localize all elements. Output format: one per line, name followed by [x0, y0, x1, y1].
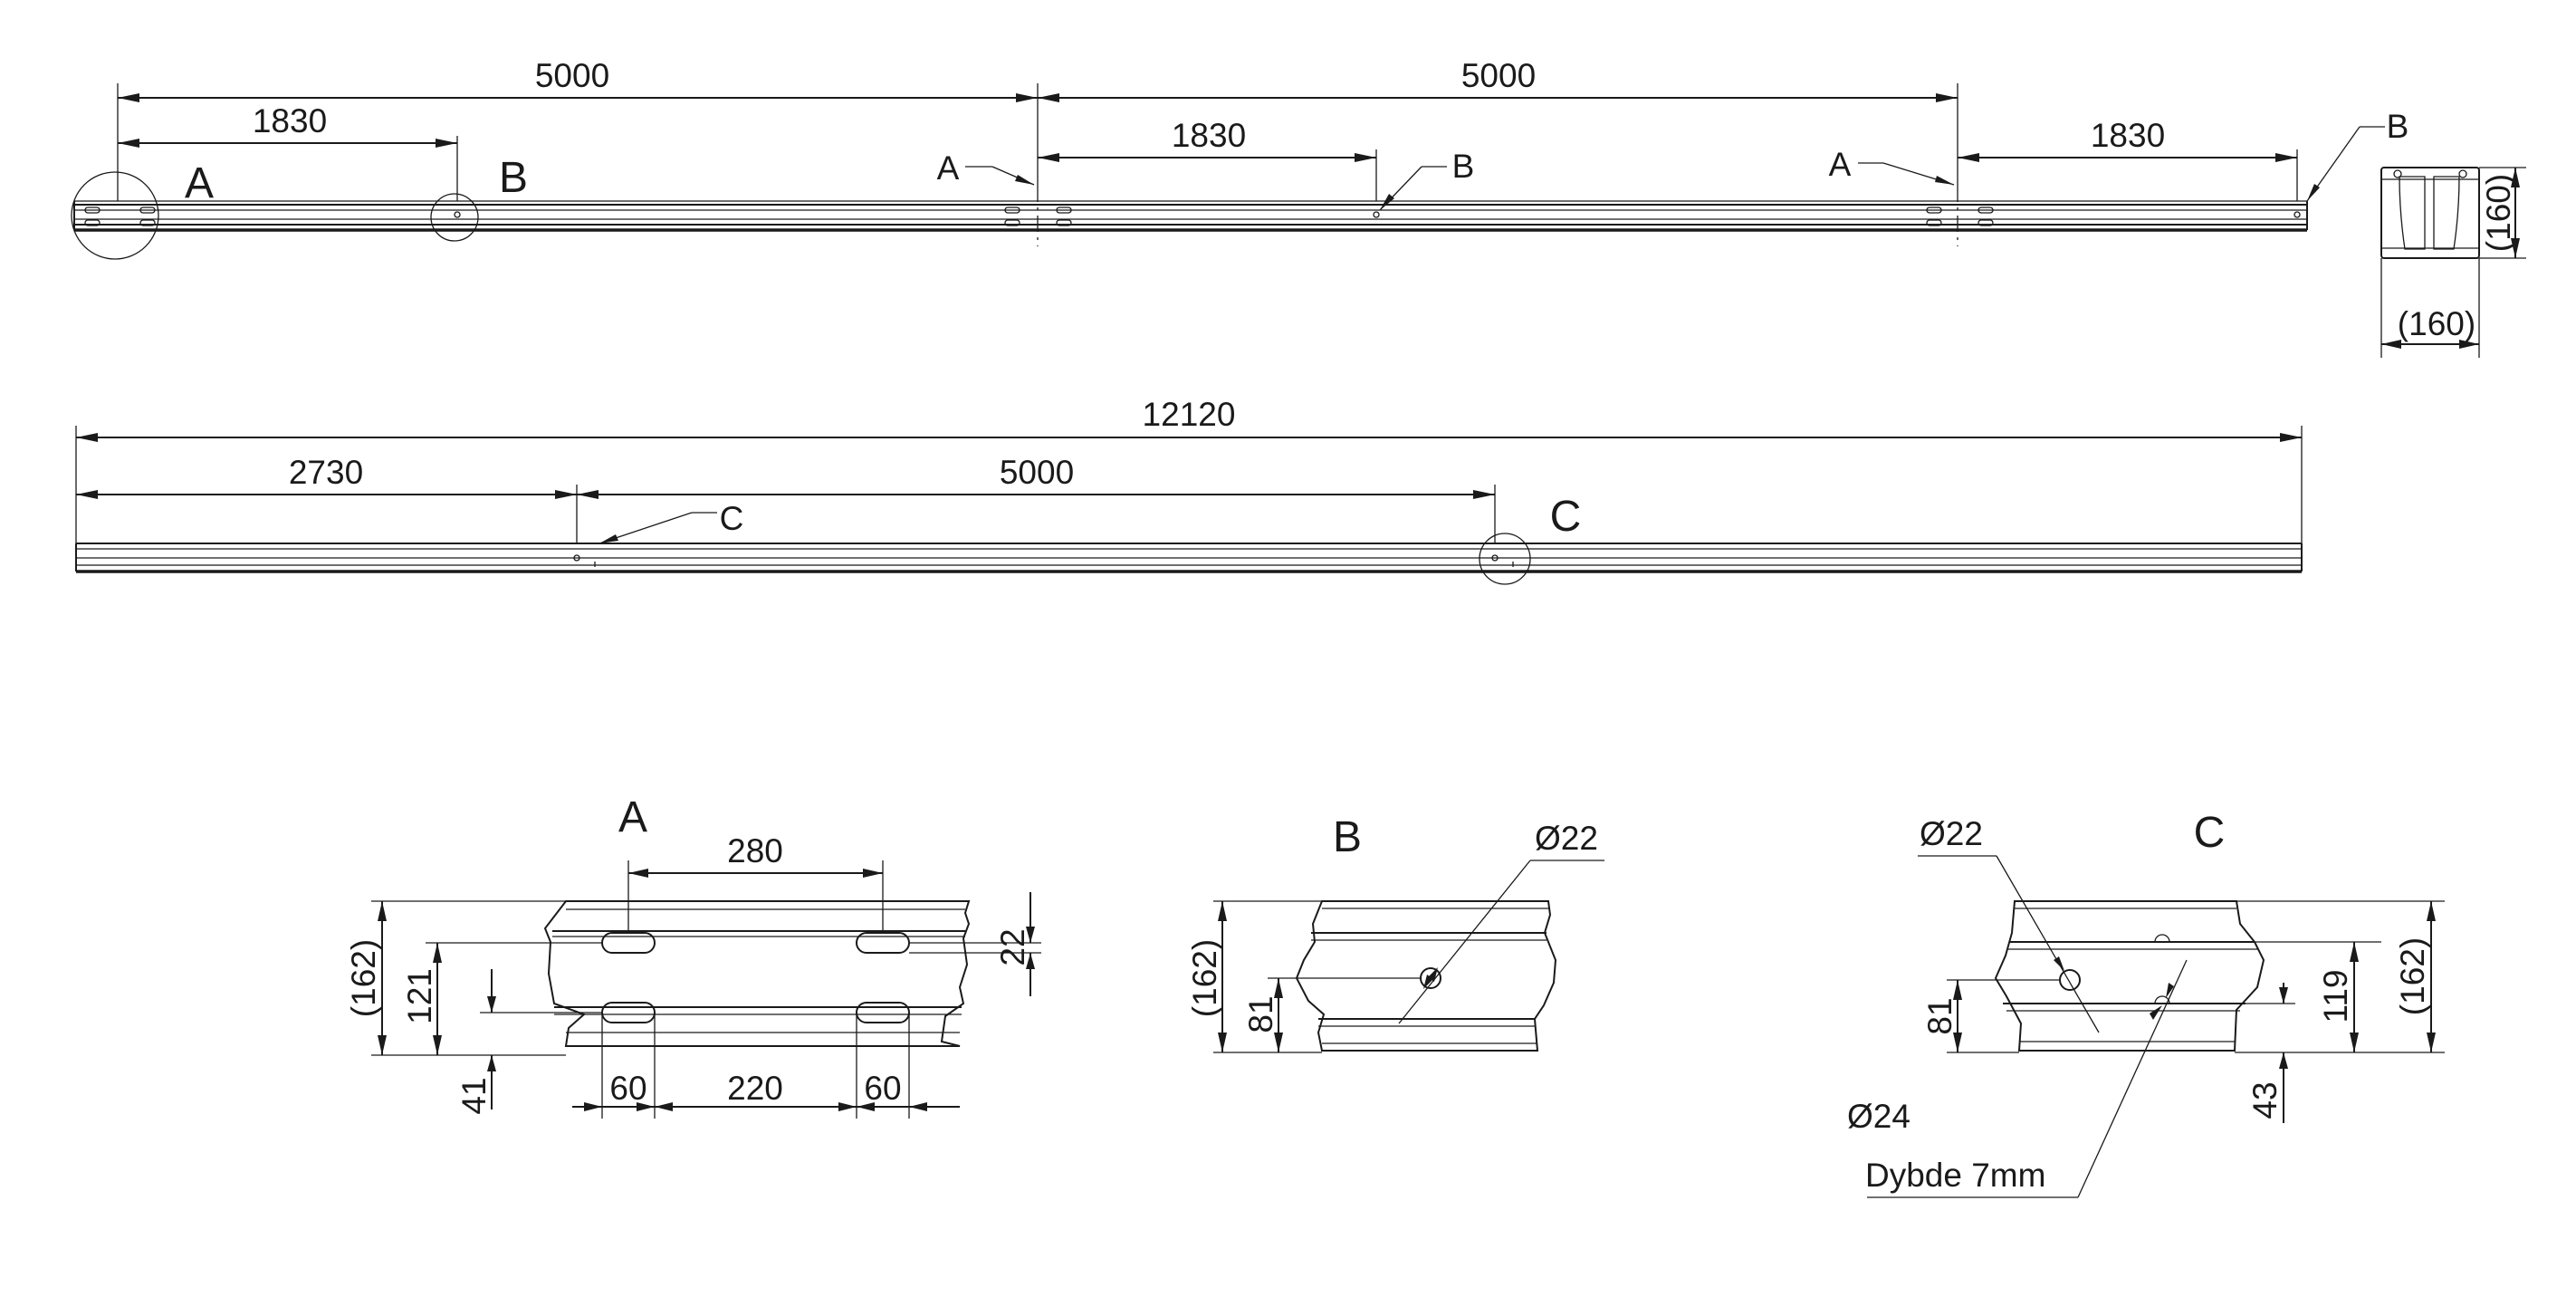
marker-a-label-1: A: [185, 159, 214, 207]
dim-5000-left: 5000: [535, 57, 609, 94]
marker-b-label-1: B: [499, 154, 528, 202]
section-width: (160): [2398, 305, 2475, 342]
dim-2730: 2730: [289, 454, 363, 491]
marker-a-label-2: A: [937, 149, 960, 187]
detail-c: C Ø22 Ø24 Dybde 7mm 81 119 (162: [1847, 809, 2445, 1198]
dim-1830-1: 1830: [253, 102, 327, 139]
detail-b-title: B: [1333, 813, 1362, 861]
beam-2-extension-lines: [75, 426, 2303, 543]
detail-a-dim-220: 220: [727, 1070, 783, 1107]
detail-a-dim-162: (162): [345, 939, 382, 1017]
dim-1830-3: 1830: [2091, 117, 2165, 154]
detail-a-dim-60-left: 60: [609, 1070, 646, 1107]
detail-c-depth-note: Dybde 7mm: [1865, 1157, 2045, 1194]
beam-1-detail-circles: [71, 171, 479, 260]
detail-c-dia-24: Ø24: [1847, 1098, 1910, 1135]
detail-a-dim-41: 41: [455, 1077, 493, 1114]
beam-1-slots: [84, 207, 2301, 226]
beam-1-markers: A B A B A B: [185, 108, 2409, 211]
beam-1-dimension-texts: 5000 5000 1830 1830 1830: [253, 57, 2165, 154]
dim-1830-2: 1830: [1172, 117, 1246, 154]
detail-b-dia-22: Ø22: [1535, 820, 1598, 857]
section-view: (160) (160): [2380, 167, 2526, 358]
marker-b-label-2: B: [1452, 148, 1475, 185]
detail-b-dim-162: (162): [1186, 939, 1223, 1017]
detail-a-title: A: [618, 793, 647, 841]
beam-1-center-marks: [1037, 186, 1958, 246]
detail-c-dim-81: 81: [1921, 997, 1958, 1034]
beam-2: 12120 2730 5000 C C: [75, 396, 2303, 585]
detail-c-dia-22: Ø22: [1920, 815, 1983, 852]
section-height: (160): [2480, 174, 2517, 252]
beam-2-dimension-lines: [76, 433, 2302, 499]
marker-c-label-1: C: [720, 500, 744, 537]
detail-a: A 280 22 (162) 121 41: [345, 793, 1041, 1119]
marker-c-label-2: C: [1550, 493, 1582, 541]
beam-1: 5000 5000 1830 1830 1830 A B A B A B: [71, 57, 2409, 260]
dim-5000-beam2: 5000: [1000, 454, 1074, 491]
detail-c-dim-162: (162): [2394, 937, 2431, 1015]
detail-a-dim-60-right: 60: [864, 1070, 901, 1107]
detail-b-dim-81: 81: [1242, 995, 1279, 1033]
detail-a-dim-121: 121: [401, 968, 438, 1024]
dim-12120: 12120: [1143, 396, 1236, 433]
beam-1-body: [73, 200, 2308, 232]
marker-a-label-3: A: [1829, 146, 1852, 183]
detail-a-dim-280: 280: [727, 832, 783, 869]
dim-5000-right: 5000: [1461, 57, 1536, 94]
beam-2-body: [75, 533, 2303, 585]
beam-1-dimension-lines: [118, 93, 2297, 162]
detail-c-dim-43: 43: [2246, 1081, 2284, 1119]
marker-b-label-3: B: [2387, 108, 2409, 145]
detail-c-title: C: [2194, 809, 2226, 857]
detail-c-dim-119: 119: [2317, 970, 2354, 1023]
detail-b: B Ø22 (162) 81: [1186, 813, 1604, 1053]
detail-a-dim-22: 22: [994, 928, 1031, 965]
